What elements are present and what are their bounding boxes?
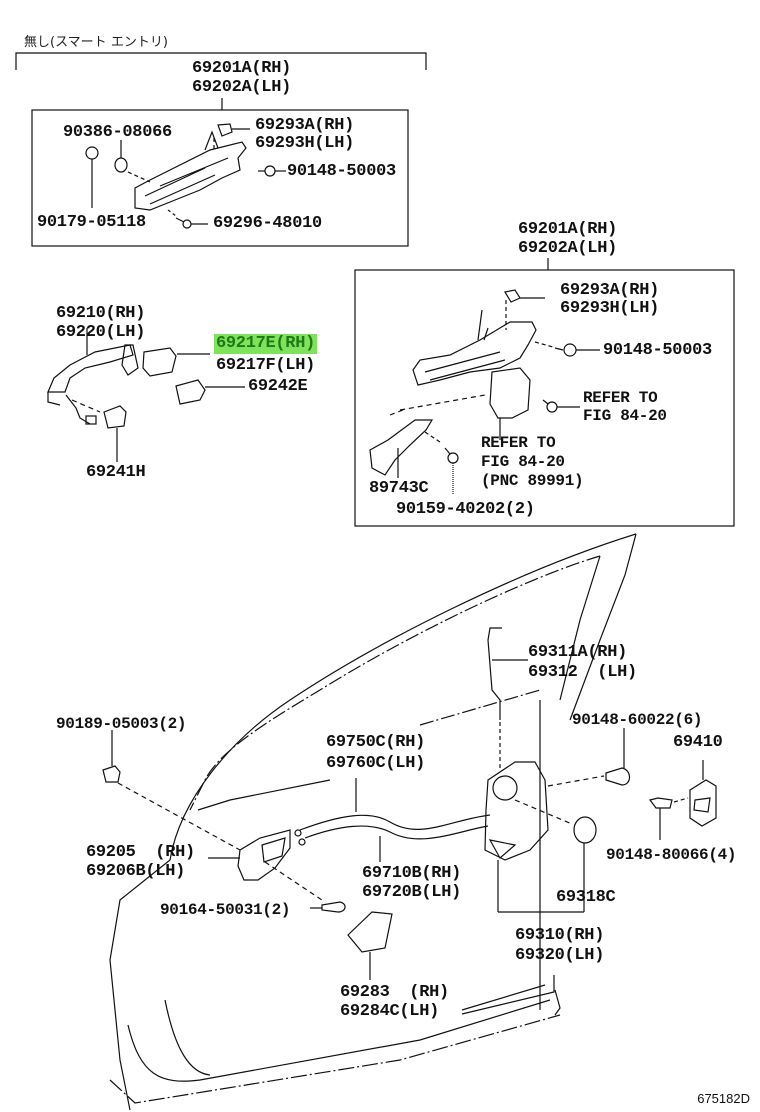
right-screw-icon	[424, 431, 459, 495]
door-lock-latch	[484, 761, 584, 913]
part-label-69201a-right[interactable]: 69201A(RH)	[518, 220, 618, 239]
part-label-69311a[interactable]: 69311A(RH)	[528, 643, 628, 662]
part-label-69217e-highlighted[interactable]: 69217E(RH)	[214, 334, 318, 354]
part-label-69206b[interactable]: 69206B(LH)	[86, 862, 186, 881]
upper-left-clip-icon	[85, 146, 99, 208]
lock-cables	[197, 778, 491, 862]
part-label-90148-50003-right[interactable]: 90148-50003	[603, 341, 712, 360]
outside-door-handle	[47, 328, 139, 425]
part-label-69205[interactable]: 69205 (RH)	[86, 843, 195, 862]
part-label-69202a-top[interactable]: 69202A(LH)	[192, 78, 292, 97]
part-label-69217f[interactable]: 69217F(LH)	[216, 356, 316, 375]
group-caption: 無し(スマート エントリ)	[24, 35, 168, 50]
refer-note-2-line2[interactable]: FIG 84-20	[481, 453, 565, 471]
handle-pad	[175, 379, 245, 405]
part-label-90148-60022[interactable]: 90148-60022(6)	[572, 711, 703, 729]
door-outline	[109, 533, 637, 1111]
part-label-69296-48010[interactable]: 69296-48010	[213, 214, 322, 233]
inside-door-handle	[117, 782, 326, 903]
striker-plate	[689, 760, 717, 827]
part-label-90189-05003[interactable]: 90189-05003(2)	[56, 715, 187, 733]
part-label-69210[interactable]: 69210(RH)	[56, 304, 146, 323]
lock-rod	[419, 627, 541, 770]
upper-left-inside-handle-frame	[134, 130, 247, 211]
part-label-69720b[interactable]: 69720B(LH)	[362, 883, 462, 902]
part-label-69293h-right[interactable]: 69293H(LH)	[560, 299, 660, 318]
latch-screw-icon	[547, 728, 631, 787]
right-cap-icon	[504, 289, 545, 303]
inside-handle-bezel	[347, 911, 393, 980]
upper-group-bracket	[15, 52, 427, 110]
part-label-69410[interactable]: 69410	[673, 733, 723, 752]
part-label-69750c[interactable]: 69750C(RH)	[326, 733, 426, 752]
part-label-69293h-top[interactable]: 69293H(LH)	[255, 134, 355, 153]
upper-left-bolt-icon	[258, 165, 286, 177]
right-trim-bracket	[369, 394, 486, 478]
lock-cylinder-cover	[142, 347, 210, 377]
handle-gasket	[103, 405, 127, 462]
part-label-69760c[interactable]: 69760C(LH)	[326, 754, 426, 773]
part-label-69293a-top[interactable]: 69293A(RH)	[255, 116, 355, 135]
part-label-69283[interactable]: 69283 (RH)	[340, 983, 449, 1002]
upper-left-cap-icon	[217, 123, 250, 137]
upper-left-screw-icon	[167, 209, 208, 229]
part-label-69241h[interactable]: 69241H	[86, 463, 146, 482]
door-weatherstrip-leaders	[461, 975, 555, 1015]
part-label-69242e[interactable]: 69242E	[248, 377, 308, 396]
figure-number: 675182D	[697, 1091, 750, 1106]
part-label-69312[interactable]: 69312 (LH)	[528, 663, 637, 682]
part-label-69220[interactable]: 69220(LH)	[56, 323, 146, 342]
right-motor-screw-icon	[542, 399, 580, 413]
part-label-90386-08066[interactable]: 90386-08066	[63, 123, 172, 142]
part-label-69284c[interactable]: 69284C(LH)	[340, 1002, 440, 1021]
part-label-69293a-right[interactable]: 69293A(RH)	[560, 281, 660, 300]
upper-left-assembly-box	[31, 109, 409, 247]
part-label-69320[interactable]: 69320(LH)	[515, 946, 605, 965]
part-label-69310[interactable]: 69310(RH)	[515, 926, 605, 945]
refer-note-1-line2[interactable]: FIG 84-20	[583, 407, 667, 425]
part-label-90148-80066[interactable]: 90148-80066(4)	[606, 846, 737, 864]
right-inside-handle-frame	[412, 300, 537, 386]
striker-screw-icon	[648, 797, 689, 840]
refer-note-2-line3[interactable]: (PNC 89991)	[481, 472, 584, 490]
part-label-69318c[interactable]: 69318C	[556, 888, 616, 907]
refer-note-2-line1[interactable]: REFER TO	[481, 434, 556, 452]
part-label-69710b[interactable]: 69710B(RH)	[362, 864, 462, 883]
part-label-90164-50031[interactable]: 90164-50031(2)	[160, 901, 291, 919]
upper-left-bushing-icon	[114, 140, 151, 183]
part-label-90159-40202[interactable]: 90159-40202(2)	[396, 500, 535, 519]
inside-handle-clip-icon	[102, 730, 121, 783]
part-label-89743c[interactable]: 89743C	[369, 479, 429, 498]
part-label-90148-50003-top[interactable]: 90148-50003	[287, 162, 396, 181]
right-motor-unit	[489, 367, 531, 440]
right-assembly-box	[354, 269, 735, 527]
refer-note-1-line1[interactable]: REFER TO	[583, 389, 658, 407]
part-label-90179-05118[interactable]: 90179-05118	[37, 213, 146, 232]
lock-hole-plug	[514, 799, 597, 912]
inside-handle-screw-icon	[310, 901, 346, 913]
part-label-69202a-right[interactable]: 69202A(LH)	[518, 239, 618, 258]
part-label-69201a-top[interactable]: 69201A(RH)	[192, 59, 292, 78]
right-bolt-icon	[534, 341, 600, 357]
